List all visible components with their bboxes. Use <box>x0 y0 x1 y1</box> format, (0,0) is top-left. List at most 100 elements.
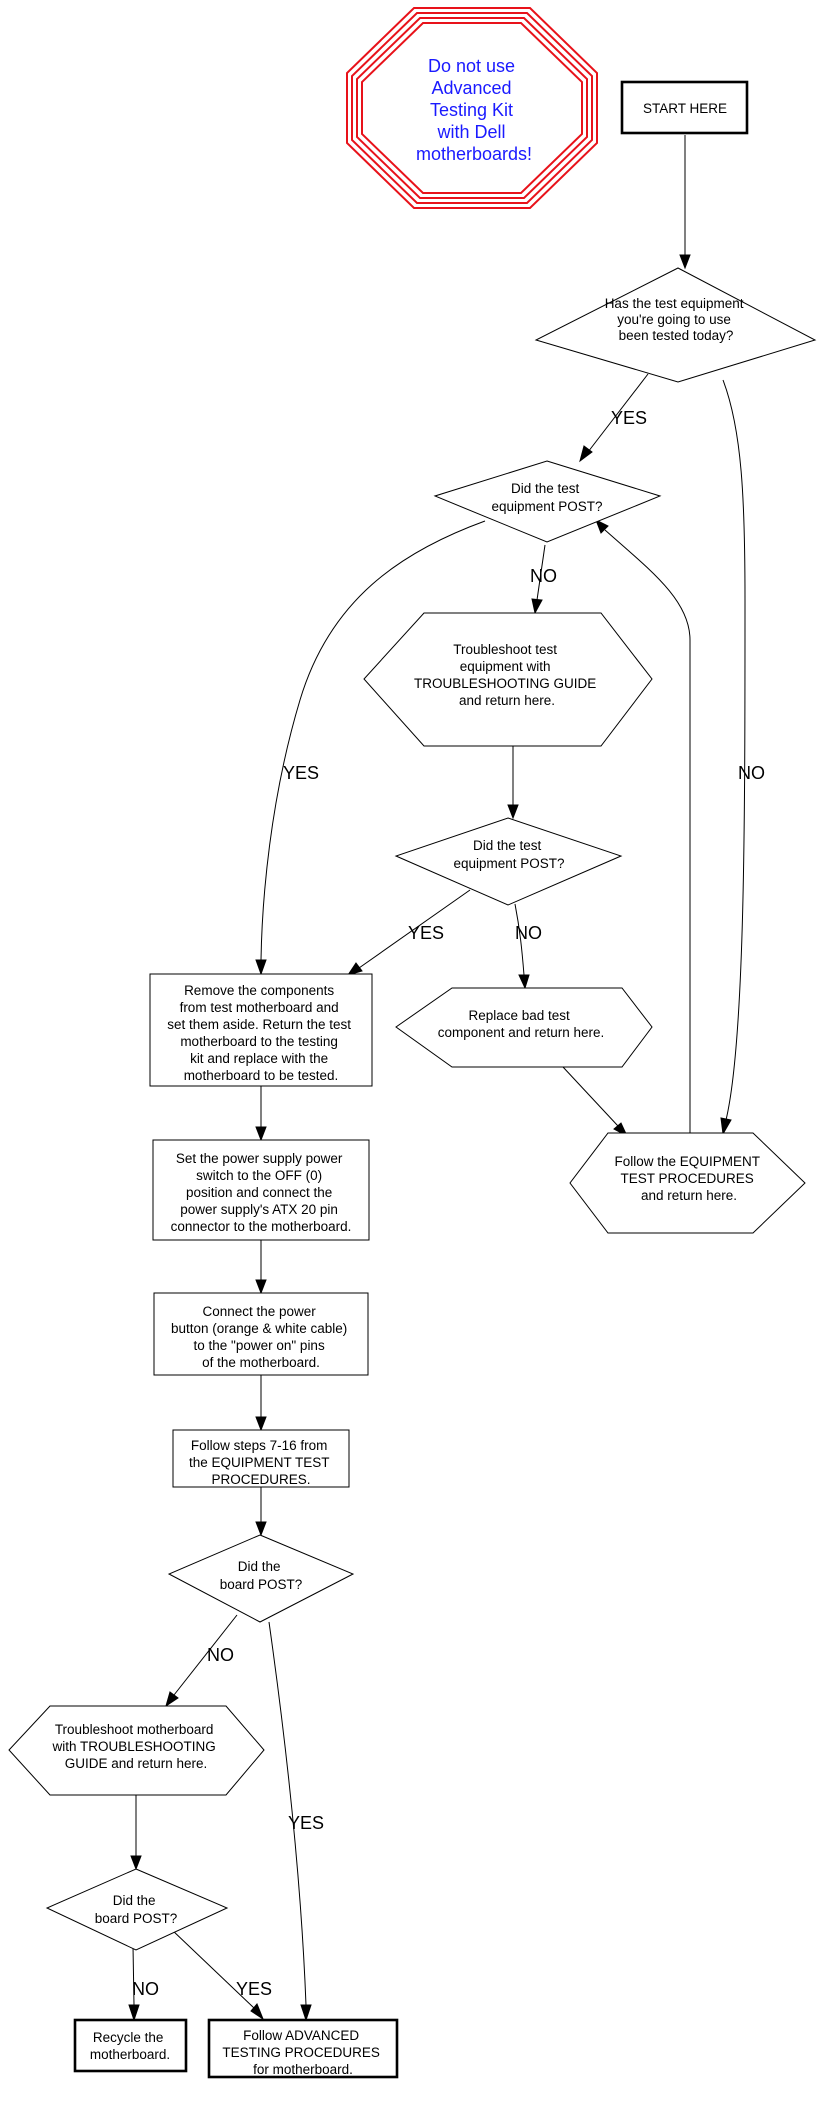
edge-label-post1-no: NO <box>530 566 557 586</box>
process-line: Troubleshoot motherboard <box>55 1722 214 1737</box>
svg-text:Has the test equipment y: Has the test equipment you're going to u… <box>605 296 748 343</box>
edge-board1-yes <box>268 1621 307 2006</box>
decision-board-post-2: Did the board POST? <box>45 1868 229 1951</box>
end-line: motherboard. <box>90 2047 170 2062</box>
svg-text:Follow steps 7-16 from t: Follow steps 7-16 from the EQUIPMENT TES… <box>189 1438 333 1487</box>
warning-line: Testing Kit <box>430 100 513 120</box>
arrowhead <box>518 974 530 990</box>
arrowhead <box>346 962 363 976</box>
edge-label-tested-yes: YES <box>611 408 647 428</box>
edge-label-board2-yes: YES <box>236 1979 272 1999</box>
warning-line: with Dell <box>436 122 505 142</box>
arrowhead <box>255 1416 267 1432</box>
svg-text:Replace bad test compone: Replace bad test component and return he… <box>438 1008 605 1040</box>
arrowhead <box>250 2003 265 2021</box>
edge-board2-yes <box>170 1928 255 2009</box>
svg-text:Follow the EQUIPMENT TES: Follow the EQUIPMENT TEST PROCEDURES and… <box>614 1154 763 1203</box>
process-line: of the motherboard. <box>202 1355 320 1370</box>
edges <box>128 135 746 2022</box>
decision-board-post-1: Did the board POST? <box>167 1534 355 1623</box>
process-line: from test motherboard and <box>180 1000 339 1015</box>
arrowhead <box>595 518 609 534</box>
arrowhead <box>679 254 691 270</box>
arrowhead <box>507 804 519 820</box>
process-line: Troubleshoot test <box>453 642 557 657</box>
decision-line: equipment POST? <box>453 856 564 871</box>
process-line: Replace bad test <box>468 1008 570 1023</box>
end-line: TESTING PROCEDURES <box>222 2045 380 2060</box>
svg-text:Do not use Advanced: Do not use Advanced Testing Kit with Del… <box>416 56 532 164</box>
warning-octagon: Do not use Advanced Testing Kit with Del… <box>346 7 598 209</box>
edge-labels: YES NO NO YES YES NO NO YES NO YES <box>132 408 765 1999</box>
process-troubleshoot-equipment: Troubleshoot test equipment with TROUBLE… <box>363 612 653 747</box>
edge-replace-to-follow <box>562 1066 619 1127</box>
process-follow-equipment-procedures: Follow the EQUIPMENT TEST PROCEDURES and… <box>569 1132 806 1234</box>
end-recycle: Recycle the motherboard. <box>73 2018 188 2073</box>
decision-equipment-post-2: Did the test equipment POST? <box>394 817 623 906</box>
process-power-switch: Set the power supply power switch to the… <box>152 1139 370 1241</box>
warning-line: Advanced <box>431 78 511 98</box>
arrowhead <box>579 445 593 463</box>
process-line: component and return here. <box>438 1025 605 1040</box>
process-remove-components: Remove the components from test motherbo… <box>149 973 373 1087</box>
edge-label-post2-no: NO <box>515 923 542 943</box>
process-line: Remove the components <box>184 983 334 998</box>
process-line: motherboard to the testing <box>180 1034 338 1049</box>
edge-label-board2-no: NO <box>132 1979 159 1999</box>
edge-post2-yes <box>358 889 471 969</box>
warning-line: Do not use <box>428 56 515 76</box>
process-troubleshoot-motherboard: Troubleshoot motherboard with TROUBLESHO… <box>8 1705 265 1796</box>
process-line: TROUBLESHOOTING GUIDE <box>414 676 596 691</box>
decision-equipment-post-1: Did the test equipment POST? <box>433 460 662 543</box>
arrowhead <box>128 2004 140 2022</box>
svg-text:Connect the power button: Connect the power button (orange & white… <box>171 1304 351 1370</box>
process-line: and return here. <box>459 693 555 708</box>
decision-line: board POST? <box>220 1577 303 1592</box>
process-line: power supply's ATX 20 pin <box>180 1202 338 1217</box>
process-line: GUIDE and return here. <box>65 1756 208 1771</box>
edge-label-post2-yes: YES <box>408 923 444 943</box>
arrowhead <box>531 598 543 615</box>
edge-tested-yes <box>587 373 649 453</box>
edge-post1-no <box>536 544 546 601</box>
decision-line: been tested today? <box>619 328 734 343</box>
process-power-button: Connect the power button (orange & white… <box>153 1292 369 1376</box>
decision-line: Did the <box>113 1893 156 1908</box>
warning-line: motherboards! <box>416 144 532 164</box>
process-line: kit and replace with the <box>190 1051 328 1066</box>
arrowhead <box>165 1691 179 1708</box>
process-line: Set the power supply power <box>176 1151 343 1166</box>
edge-label-post1-yes: YES <box>283 763 319 783</box>
arrowhead <box>720 1117 732 1136</box>
arrowhead <box>255 1521 267 1537</box>
end-advanced-testing: Follow ADVANCED TESTING PROCEDURES for m… <box>207 2018 399 2079</box>
process-line: TEST PROCEDURES <box>620 1171 753 1186</box>
process-line: to the "power on" pins <box>194 1338 325 1353</box>
arrowhead <box>255 1279 267 1295</box>
decision-line: equipment POST? <box>491 499 602 514</box>
edge-board1-no <box>173 1614 238 1696</box>
start-node: START HERE <box>620 80 749 135</box>
process-line: button (orange & white cable) <box>171 1321 347 1336</box>
process-line: Follow steps 7-16 from <box>191 1438 328 1453</box>
process-replace-bad-component: Replace bad test component and return he… <box>395 987 653 1068</box>
svg-text:Troubleshoot test equipm: Troubleshoot test equipment with TROUBLE… <box>414 642 600 708</box>
svg-text:START HERE: START HERE <box>643 101 727 116</box>
process-line: position and connect the <box>186 1185 332 1200</box>
process-line: equipment with <box>460 659 551 674</box>
decision-line: Did the test <box>473 838 542 853</box>
svg-text:Remove the components fr: Remove the components from test motherbo… <box>167 983 355 1083</box>
edge-follow-back-to-post1 <box>604 529 691 1134</box>
end-line: Recycle the <box>93 2030 164 2045</box>
arrowhead <box>255 959 267 976</box>
svg-text:Set the power supply power: Set the power supply power switch to the… <box>171 1151 352 1234</box>
edge-post1-yes <box>260 520 486 961</box>
process-line: set them aside. Return the test <box>167 1017 351 1032</box>
svg-text:Troubleshoot motherboard: Troubleshoot motherboard with TROUBLESHO… <box>51 1722 219 1771</box>
process-line: Connect the power <box>202 1304 316 1319</box>
process-follow-steps: Follow steps 7-16 from the EQUIPMENT TES… <box>172 1429 350 1488</box>
svg-text:Did the board POST?: Did the board POST? <box>220 1559 303 1592</box>
decision-line: Has the test equipment <box>605 296 744 311</box>
decision-line: board POST? <box>95 1911 178 1926</box>
process-line: the EQUIPMENT TEST <box>189 1455 329 1470</box>
